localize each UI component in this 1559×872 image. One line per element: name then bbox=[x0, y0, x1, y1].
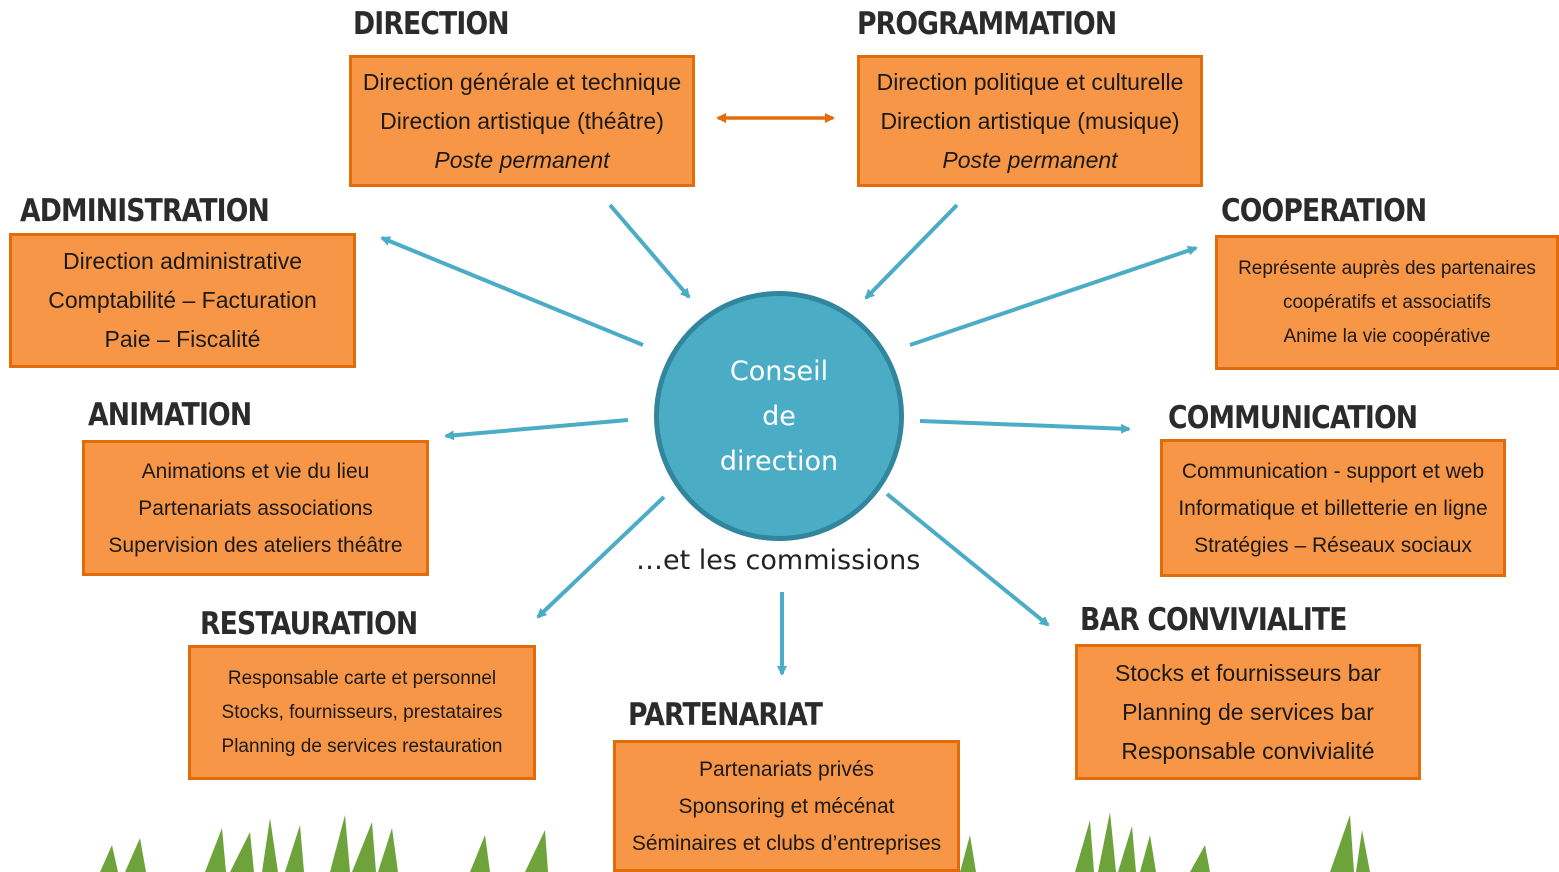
box-communication: Communication - support et web Informati… bbox=[1160, 439, 1506, 577]
title-direction: DIRECTION bbox=[353, 6, 510, 42]
restauration-line-1: Responsable carte et personnel bbox=[227, 667, 497, 689]
animation-line-1: Animations et vie du lieu bbox=[141, 459, 370, 483]
animation-line-2: Partenariats associations bbox=[138, 496, 373, 520]
communication-line-3: Stratégies – Réseaux sociaux bbox=[1194, 533, 1472, 557]
bar-line-1: Stocks et fournisseurs bar bbox=[1115, 659, 1381, 686]
restauration-line-3: Planning de services restauration bbox=[221, 735, 503, 757]
title-communication: COMMUNICATION bbox=[1168, 400, 1418, 436]
center-circle: Conseil de direction bbox=[654, 291, 904, 541]
center-line-1: Conseil bbox=[729, 355, 829, 387]
communication-line-1: Communication - support et web bbox=[1181, 459, 1485, 483]
commissions-label: …et les commissions bbox=[636, 545, 921, 576]
arrow-to-communication bbox=[919, 419, 1131, 434]
administration-line-3: Paie – Fiscalité bbox=[104, 326, 261, 352]
title-partenariat: PARTENARIAT bbox=[628, 697, 823, 733]
box-programmation: Direction politique et culturelle Direct… bbox=[857, 55, 1203, 187]
cooperation-line-2: coopératifs et associatifs bbox=[1282, 291, 1492, 313]
direction-line-2: Direction artistique (théâtre) bbox=[380, 107, 664, 134]
box-administration: Direction administrative Comptabilité – … bbox=[9, 233, 356, 368]
arrow-to-restauration bbox=[536, 495, 666, 619]
bar-line-2: Planning de services bar bbox=[1122, 698, 1374, 725]
box-cooperation: Représente auprès des partenaires coopér… bbox=[1215, 235, 1559, 370]
center-line-3: direction bbox=[719, 445, 839, 477]
title-programmation: PROGRAMMATION bbox=[857, 6, 1117, 42]
bar-line-3: Responsable convivialité bbox=[1121, 737, 1375, 764]
partenariat-line-1: Partenariats privés bbox=[698, 757, 875, 781]
title-cooperation: COOPERATION bbox=[1221, 193, 1427, 229]
cooperation-line-1: Représente auprès des partenaires bbox=[1238, 257, 1536, 279]
arrow-to-bar bbox=[885, 492, 1050, 627]
programmation-line-1: Direction politique et culturelle bbox=[876, 68, 1184, 95]
restauration-line-2: Stocks, fournisseurs, prestataires bbox=[221, 701, 503, 723]
box-direction: Direction générale et technique Directio… bbox=[349, 55, 695, 187]
arrow-to-animation bbox=[444, 418, 629, 441]
programmation-line-2: Direction artistique (musique) bbox=[880, 107, 1180, 134]
administration-line-2: Comptabilité – Facturation bbox=[48, 287, 317, 313]
cooperation-line-3: Anime la vie coopérative bbox=[1283, 325, 1491, 347]
center-line-2: de bbox=[762, 400, 796, 432]
communication-line-2: Informatique et billetterie en ligne bbox=[1178, 496, 1488, 520]
direction-note: Poste permanent bbox=[434, 146, 610, 173]
arrow-to-administration bbox=[380, 236, 644, 347]
administration-line-1: Direction administrative bbox=[62, 248, 303, 274]
direction-line-1: Direction générale et technique bbox=[362, 68, 682, 95]
programmation-note: Poste permanent bbox=[942, 146, 1118, 173]
title-restauration: RESTAURATION bbox=[200, 606, 418, 642]
arrow-to-cooperation bbox=[909, 245, 1198, 347]
arrow-direction-to-center bbox=[608, 203, 691, 299]
partenariat-line-3: Séminaires et clubs d’entreprises bbox=[631, 831, 942, 855]
title-bar-convivialite: BAR CONVIVIALITE bbox=[1080, 602, 1347, 638]
animation-line-3: Supervision des ateliers théâtre bbox=[108, 533, 403, 557]
box-partenariat: Partenariats privés Sponsoring et mécéna… bbox=[613, 740, 960, 872]
box-bar-convivialite: Stocks et fournisseurs bar Planning de s… bbox=[1075, 644, 1421, 780]
title-administration: ADMINISTRATION bbox=[20, 193, 270, 229]
box-restauration: Responsable carte et personnel Stocks, f… bbox=[188, 645, 536, 780]
arrow-programmation-to-center bbox=[864, 203, 959, 300]
box-animation: Animations et vie du lieu Partenariats a… bbox=[82, 440, 429, 576]
partenariat-line-2: Sponsoring et mécénat bbox=[678, 794, 895, 818]
title-animation: ANIMATION bbox=[88, 397, 252, 433]
